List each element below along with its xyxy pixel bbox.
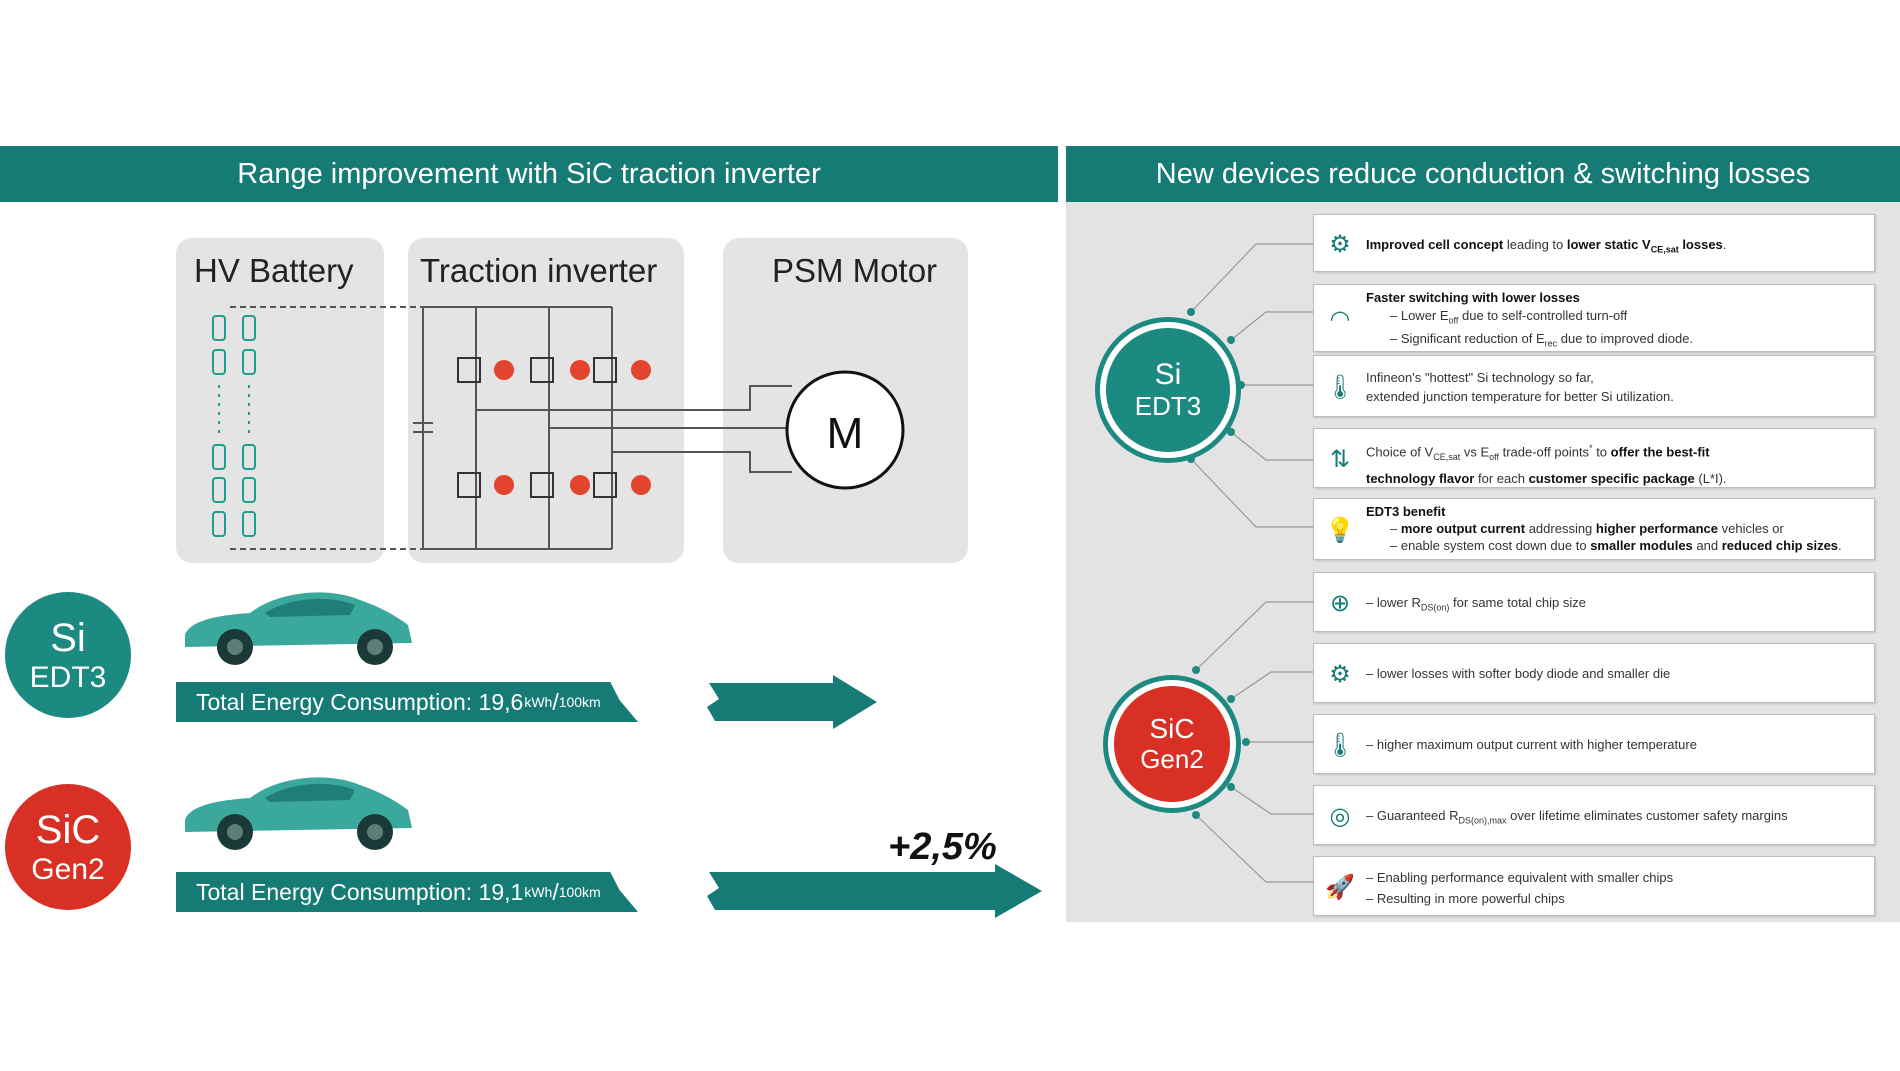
motor-lead-u: [720, 385, 792, 411]
motor-title: PSM Motor: [772, 252, 938, 289]
sic-unit-bottom: 100km: [558, 884, 601, 900]
rocket-icon: 🚀: [1325, 873, 1355, 901]
switches-bottom: [457, 472, 651, 498]
improvement-label: +2,5%: [888, 826, 997, 868]
si-feature-4: ⇅ Choice of VCE,sat vs Eoff trade-off po…: [1313, 428, 1875, 488]
sic-feature-4: ◎ – Guaranteed RDS(on),max over lifetime…: [1313, 785, 1875, 845]
si-feature-5-text: EDT3 benefit– more output current addres…: [1366, 504, 1842, 553]
si-badge-line2: EDT3: [29, 660, 107, 694]
si-unit-bottom: 100km: [558, 694, 601, 710]
sic-feature-1-text: – lower RDS(on) for same total chip size: [1366, 595, 1586, 613]
sic-range-arrow: [707, 864, 1042, 918]
right-header-text: New devices reduce conduction & switchin…: [1155, 157, 1811, 190]
si-consumption-text: Total Energy Consumption: 19,6: [196, 688, 524, 715]
sic-circle-line2: Gen2: [1140, 744, 1204, 775]
sic-feature-5-text: – Enabling performance equivalent with s…: [1366, 870, 1674, 906]
si-feature-3: 🌡 Infineon's "hottest" Si technology so …: [1313, 355, 1875, 417]
inverter-title: Traction inverter: [420, 252, 658, 289]
sic-consumption-text: Total Energy Consumption: 19,1: [196, 878, 524, 905]
sic-feature-1: ⊕ – lower RDS(on) for same total chip si…: [1313, 572, 1875, 632]
si-circle-line2: EDT3: [1134, 391, 1202, 422]
si-badge-line1: Si: [50, 615, 86, 660]
si-edt3-circle: Si EDT3: [1100, 322, 1236, 458]
si-feature-1-text: Improved cell concept leading to lower s…: [1366, 237, 1727, 255]
sic-badge-line2: Gen2: [31, 852, 105, 886]
sic-gen2-badge: SiC Gen2: [5, 784, 131, 910]
left-header-text: Range improvement with SiC traction inve…: [237, 157, 821, 190]
right-header: New devices reduce conduction & switchin…: [1066, 146, 1900, 202]
car-sic-icon: [185, 777, 412, 850]
sic-badge-line1: SiC: [35, 807, 101, 852]
si-feature-3-text: Infineon's "hottest" Si technology so fa…: [1366, 370, 1674, 404]
si-edt3-badge: Si EDT3: [5, 592, 131, 718]
thermometer-icon: 🌡: [1324, 373, 1356, 401]
si-unit-top: kWh: [524, 694, 553, 710]
si-circle-line1: Si: [1154, 357, 1182, 391]
si-feature-2: ◠ Faster switching with lower losses– Lo…: [1313, 284, 1875, 352]
sic-feature-2: ⚙ – lower losses with softer body diode …: [1313, 643, 1875, 703]
cell-concept-icon: ⚙: [1329, 660, 1351, 688]
si-feature-2-text: Faster switching with lower losses– Lowe…: [1366, 290, 1694, 349]
battery-cells: [212, 315, 256, 537]
sic-feature-4-text: – Guaranteed RDS(on),max over lifetime e…: [1366, 808, 1788, 826]
sic-consumption-bar: Total Energy Consumption: 19,1 kWh/100km: [176, 872, 638, 912]
si-feature-1: ⚙ Improved cell concept leading to lower…: [1313, 214, 1875, 272]
switches-top: [457, 357, 651, 383]
left-header: Range improvement with SiC traction inve…: [0, 146, 1058, 202]
sic-feature-3-text: – higher maximum output current with hig…: [1366, 737, 1697, 752]
sic-gen2-circle: SiC Gen2: [1108, 680, 1236, 808]
si-consumption-bar: Total Energy Consumption: 19,6 kWh/100km: [176, 682, 638, 722]
chip-grid-icon: ⊕: [1329, 589, 1351, 617]
motor-lead-w: [720, 451, 792, 473]
lightbulb-icon: 💡: [1325, 516, 1355, 544]
car-si-icon: [185, 592, 412, 665]
si-feature-4-text: Choice of VCE,sat vs Eoff trade-off poin…: [1366, 443, 1727, 486]
si-feature-5: 💡 EDT3 benefit– more output current addr…: [1313, 498, 1875, 560]
target-icon: ◎: [1329, 802, 1351, 830]
battery-block: [176, 238, 384, 563]
sic-feature-3: 🌡 – higher maximum output current with h…: [1313, 714, 1875, 774]
feature-connectors: [1187, 243, 1313, 883]
cell-concept-icon: ⚙: [1329, 230, 1351, 258]
sic-unit-top: kWh: [524, 884, 553, 900]
si-range-arrow: [707, 675, 877, 729]
motor-circle: [785, 370, 905, 490]
sic-feature-2-text: – lower losses with softer body diode an…: [1366, 666, 1671, 681]
thermometer-icon: 🌡: [1324, 731, 1356, 759]
gauge-icon: ◠: [1329, 305, 1351, 333]
battery-title: HV Battery: [194, 252, 354, 289]
inverter-schematic: M: [212, 306, 905, 550]
motor-symbol: M: [827, 409, 864, 458]
sic-circle-line1: SiC: [1149, 712, 1195, 744]
inverter-block: [408, 238, 684, 563]
tradeoff-arrows-icon: ⇅: [1329, 445, 1351, 473]
sic-feature-5: 🚀 – Enabling performance equivalent with…: [1313, 856, 1875, 916]
